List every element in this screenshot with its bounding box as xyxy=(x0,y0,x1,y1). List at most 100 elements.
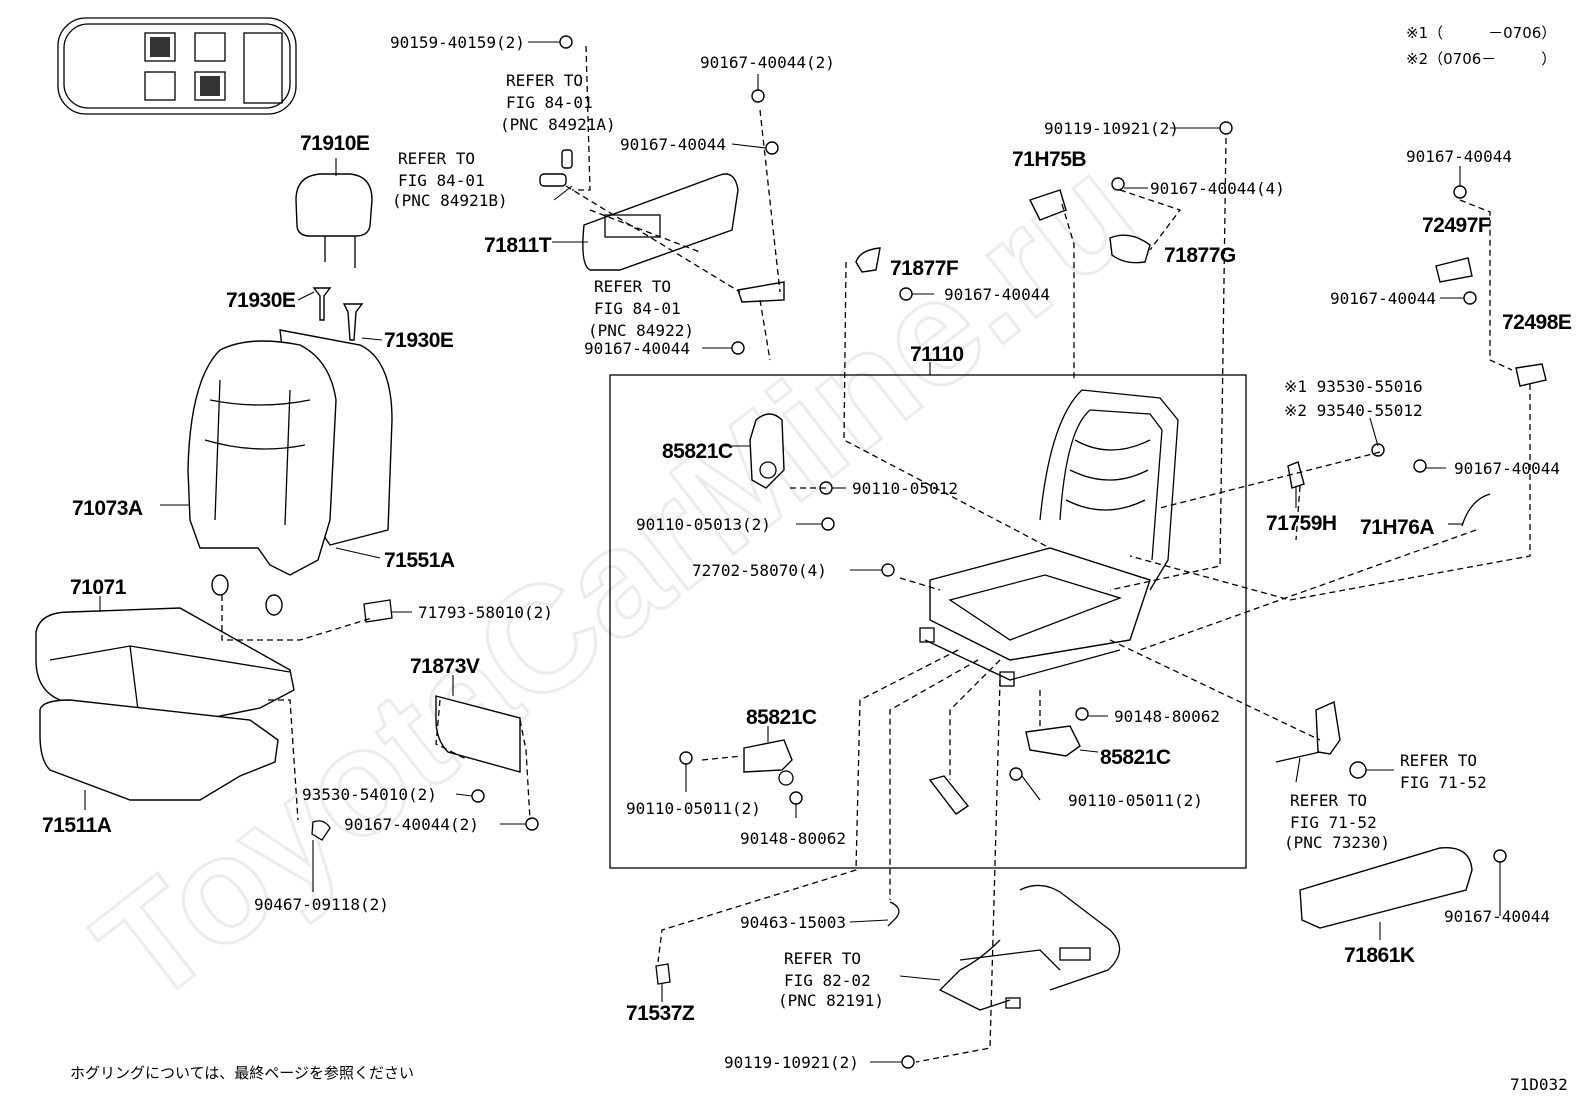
refer-line: FIG 71-52 xyxy=(1400,773,1487,792)
bracket-72498e xyxy=(1515,363,1547,387)
part-label: 72702-58070(4) xyxy=(692,561,827,580)
part-label: 71873V xyxy=(410,655,480,678)
note-2: ※2（0706－ ） xyxy=(1406,50,1556,68)
refer-block: REFER TO FIG 71-52 xyxy=(1400,751,1487,792)
seat-belt-buckle-shape xyxy=(1275,700,1367,779)
part-label: 90167-40044(4) xyxy=(1150,179,1285,198)
refer-line: (PNC 84921A) xyxy=(500,115,616,134)
part-label: 71877F xyxy=(890,257,959,280)
part-label: 90110-05012 xyxy=(852,479,958,498)
part-label: 90167-40044 xyxy=(1444,907,1550,926)
refer-line: FIG 84-01 xyxy=(398,171,485,190)
part-label: 90119-10921(2) xyxy=(1044,119,1179,138)
part-label: 72498E xyxy=(1502,311,1572,334)
note-1: ※1（ －0706） xyxy=(1406,24,1556,42)
part-label: 90167-40044 xyxy=(944,285,1050,304)
frame-assembly-box xyxy=(609,374,1247,869)
wire-harness-shape xyxy=(938,884,1121,1011)
part-label: 90167-40044(2) xyxy=(344,815,479,834)
refer-line: REFER TO xyxy=(594,277,671,296)
seat-frame-shape xyxy=(919,389,1179,687)
refer-line: (PNC 84922) xyxy=(588,321,694,340)
bracket-71877f xyxy=(855,247,881,273)
part-label: 90167-40044 xyxy=(1454,459,1560,478)
refer-block: REFER TO FIG 84-01 (PNC 84921B) xyxy=(392,149,508,210)
part-label: 90167-40044 xyxy=(584,339,690,358)
part-label: 85821C xyxy=(1100,746,1171,769)
bracket-72497f xyxy=(1435,257,1473,283)
part-label: 90119-10921(2) xyxy=(724,1053,859,1072)
refer-line: (PNC 84921B) xyxy=(392,191,508,210)
part-label: 71551A xyxy=(384,549,455,572)
clip-90463 xyxy=(887,901,900,927)
part-label: 90148-80062 xyxy=(740,829,846,848)
part-label: 71861K xyxy=(1344,944,1415,967)
dashed-connectors xyxy=(221,45,1531,1063)
vehicle-locator-icon xyxy=(57,17,297,115)
footnote: ホグリングについては、最終ページを参照ください xyxy=(70,1064,414,1082)
figure-code: 71D032 xyxy=(1510,1075,1568,1094)
side-cover-shape xyxy=(435,695,521,773)
part-label: 90148-80062 xyxy=(1114,707,1220,726)
lifter-motor-shape xyxy=(1025,725,1081,757)
part-label: 90167-40044 xyxy=(1406,147,1512,166)
part-label: 90110-05011(2) xyxy=(1068,791,1203,810)
refer-line: REFER TO xyxy=(1290,791,1367,810)
refer-block: REFER TO FIG 82-02 (PNC 82191) xyxy=(778,949,884,1010)
hook-71759h xyxy=(1287,461,1305,489)
hog-ring-90467 xyxy=(311,820,331,841)
seatback-shape xyxy=(187,329,393,616)
part-label: 72497F xyxy=(1422,214,1491,237)
part-label: 71H76A xyxy=(1360,516,1434,539)
part-label: 71537Z xyxy=(626,1002,695,1025)
part-label: 71793-58010(2) xyxy=(418,603,553,622)
part-label: 90159-40159(2) xyxy=(390,33,525,52)
part-label: 71759H xyxy=(1266,512,1337,535)
part-label: 90167-40044 xyxy=(620,135,726,154)
refer-line: REFER TO xyxy=(398,149,475,168)
side-shield-shape xyxy=(539,149,785,303)
clip-71793 xyxy=(363,599,393,623)
bolt-icons xyxy=(471,35,1507,1069)
headrest-guide-shape xyxy=(312,287,364,341)
part-label: 71073A xyxy=(72,497,143,520)
refer-line: (PNC 73230) xyxy=(1284,833,1390,852)
refer-line: FIG 82-02 xyxy=(784,971,871,990)
refer-line: REFER TO xyxy=(506,71,583,90)
part-label: 90463-15003 xyxy=(740,913,846,932)
cap-71537z xyxy=(655,963,671,985)
inner-garnish-shape xyxy=(1299,846,1473,929)
assembly-label: 71110 xyxy=(910,343,964,366)
part-label: 71930E xyxy=(384,329,454,352)
cable-71h76a xyxy=(1461,493,1491,527)
part-label: 85821C xyxy=(746,706,817,729)
refer-block: REFER TO FIG 84-01 (PNC 84921A) xyxy=(500,71,616,134)
part-label: 90110-05011(2) xyxy=(626,799,761,818)
part-label: 71071 xyxy=(70,576,127,599)
part-label: ※2 93540-55012 xyxy=(1284,401,1423,420)
seat-cushion-shape xyxy=(35,607,295,801)
part-label: 90167-40044 xyxy=(1330,289,1436,308)
part-label: 90110-05013(2) xyxy=(636,515,771,534)
part-label: 71H75B xyxy=(1012,148,1086,171)
bracket-71h75b xyxy=(1029,189,1067,221)
refer-line: FIG 84-01 xyxy=(594,299,681,318)
bracket-71877g xyxy=(1109,234,1151,264)
part-label: 71930E xyxy=(226,289,296,312)
refer-block: REFER TO FIG 71-52 (PNC 73230) xyxy=(1284,791,1390,852)
part-label: 93530-54010(2) xyxy=(302,785,437,804)
part-label: 90167-40044(2) xyxy=(700,53,835,72)
part-label: 71511A xyxy=(42,814,112,837)
part-label: 90467-09118(2) xyxy=(254,895,389,914)
part-label: 71877G xyxy=(1164,244,1236,267)
part-label: ※1 93530-55016 xyxy=(1284,377,1423,396)
headrest-shape xyxy=(295,173,373,268)
part-label: 85821C xyxy=(662,440,733,463)
refer-line: FIG 71-52 xyxy=(1290,813,1377,832)
part-label: 71811T xyxy=(484,234,552,257)
refer-line: FIG 84-01 xyxy=(506,93,593,112)
recliner-motor-shape xyxy=(749,413,785,489)
motor-gear-shape xyxy=(928,775,970,815)
